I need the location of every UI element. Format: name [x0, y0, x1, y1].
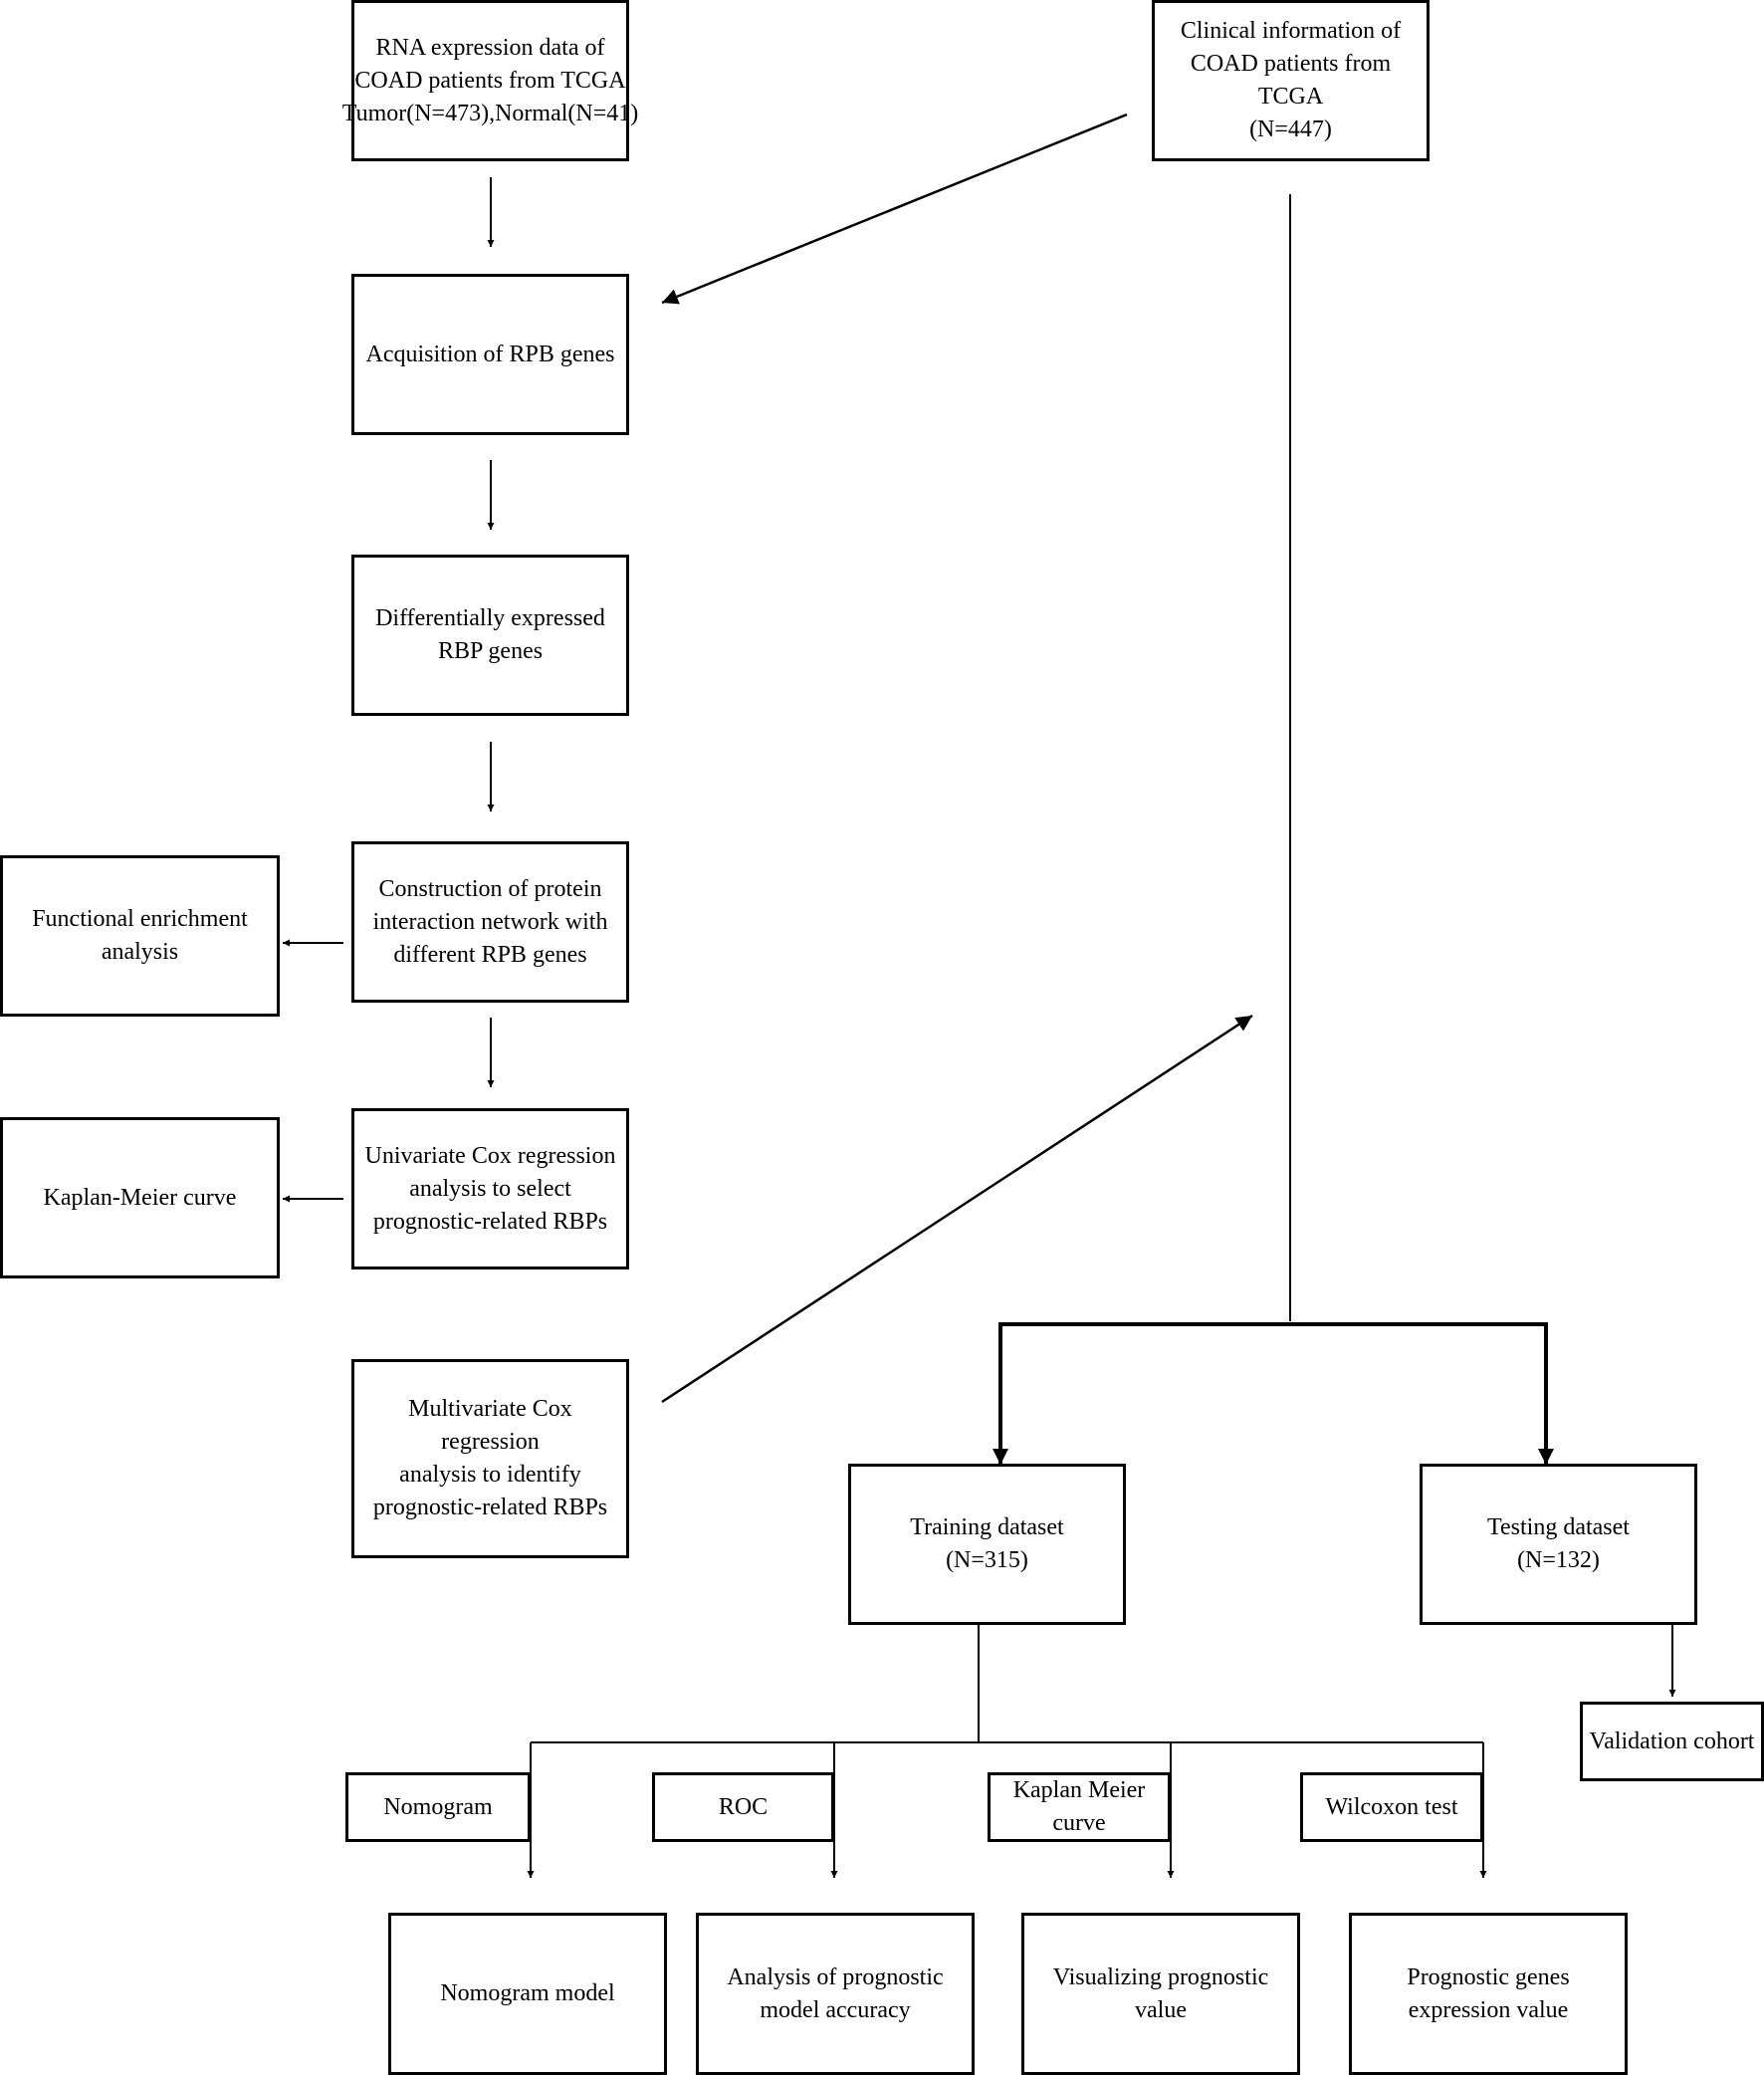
functional-enrichment-box: Functional enrichment analysis — [0, 855, 280, 1017]
univariate-cox-label: Univariate Cox regression analysis to se… — [364, 1142, 616, 1235]
rna-expression-box: RNA expression data of COAD patients fro… — [342, 0, 638, 161]
nomogram-label: Nomogram — [383, 1793, 493, 1820]
roc-label: ROC — [718, 1793, 769, 1820]
nomogram-box: Nomogram — [345, 1772, 531, 1842]
multivariate-cox-box: Multivariate Cox regression analysis to … — [351, 1359, 629, 1558]
ppi-network-box: Construction of protein interaction netw… — [351, 841, 629, 1003]
kaplan-meier-label: Kaplan-Meier curve — [43, 1184, 237, 1211]
kaplan-meier-box: Kaplan-Meier curve — [0, 1117, 280, 1278]
validation-cohort-box: Validation cohort — [1580, 1702, 1764, 1781]
rna-expression-label: RNA expression data of COAD patients fro… — [341, 34, 639, 126]
acquisition-box: Acquisition of RPB genes — [351, 274, 629, 435]
acquisition-label: Acquisition of RPB genes — [365, 341, 615, 367]
ppi-network-label: Construction of protein interaction netw… — [372, 875, 608, 968]
validation-cohort-label: Validation cohort — [1589, 1728, 1755, 1754]
wilcoxon-box: Wilcoxon test — [1300, 1772, 1483, 1842]
clinical-info-label: Clinical information of COAD patients fr… — [1180, 18, 1402, 142]
testing-dataset-label: Testing dataset (N=132) — [1487, 1514, 1630, 1573]
wilcoxon-label: Wilcoxon test — [1325, 1793, 1458, 1820]
nomogram-model-label: Nomogram model — [440, 1980, 615, 2006]
arrow-clinical-to-acquisition — [661, 113, 1128, 305]
multivariate-cox-label: Multivariate Cox regression analysis to … — [372, 1396, 608, 1520]
nomogram-model-box: Nomogram model — [388, 1913, 667, 2075]
diff-expressed-box: Differentially expressed RBP genes — [351, 555, 629, 716]
training-dataset-label: Training dataset (N=315) — [910, 1514, 1064, 1573]
gene-expression-box: Prognostic genes expression value — [1349, 1913, 1628, 2075]
split-connector — [998, 1322, 1548, 1465]
visualizing-label: Visualizing prognostic value — [1052, 1963, 1269, 2023]
training-dataset-box: Training dataset (N=315) — [848, 1464, 1126, 1625]
km-curve-label: Kaplan Meier curve — [1012, 1777, 1146, 1836]
clinical-info-box: Clinical information of COAD patients fr… — [1152, 0, 1430, 161]
km-curve-box: Kaplan Meier curve — [988, 1772, 1171, 1842]
model-accuracy-box: Analysis of prognostic model accuracy — [696, 1913, 975, 2075]
diff-expressed-label: Differentially expressed RBP genes — [375, 605, 605, 664]
functional-enrichment-label: Functional enrichment analysis — [32, 906, 248, 965]
visualizing-box: Visualizing prognostic value — [1021, 1913, 1300, 2075]
model-accuracy-label: Analysis of prognostic model accuracy — [727, 1963, 944, 2023]
univariate-cox-box: Univariate Cox regression analysis to se… — [351, 1108, 629, 1269]
gene-expression-label: Prognostic genes expression value — [1407, 1963, 1570, 2023]
roc-box: ROC — [652, 1772, 834, 1842]
testing-dataset-box: Testing dataset (N=132) — [1420, 1464, 1697, 1625]
arrow-multivariate-to-trunk — [661, 1014, 1253, 1404]
